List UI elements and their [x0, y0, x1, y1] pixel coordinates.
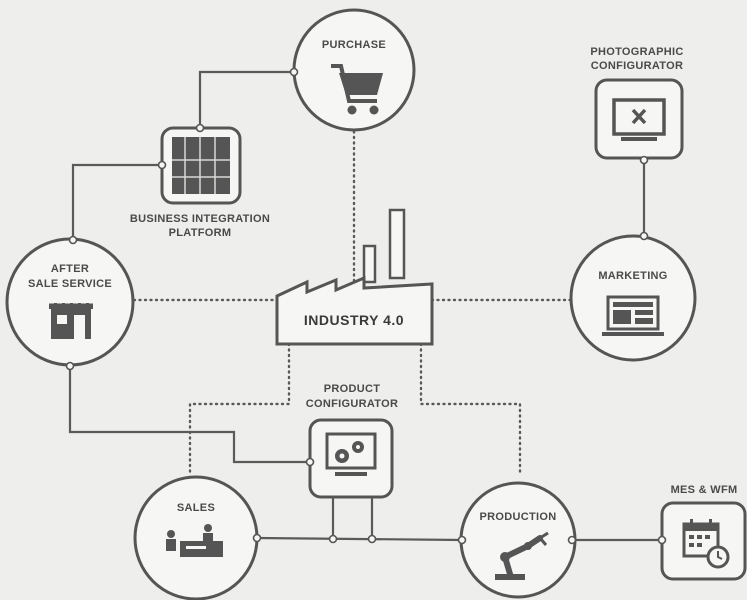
storefront-icon [49, 302, 93, 339]
web-layout-icon [602, 295, 664, 336]
robot-arm-icon [495, 531, 549, 580]
sales-circle [133, 475, 259, 600]
photo-label-line2: CONFIGURATOR [591, 60, 683, 72]
sales-label: SALES [177, 502, 215, 514]
connector-industry-sales [188, 342, 291, 478]
industry-label: INDUSTRY 4.0 [304, 312, 404, 328]
node-sales[interactable]: SALES [133, 475, 259, 600]
node-purchase[interactable]: PURCHASE [292, 8, 416, 132]
mes-box-visible [660, 501, 747, 581]
connector-dots [65, 67, 667, 545]
prodconf-label-line2: CONFIGURATOR [306, 398, 398, 410]
bip-label-line1: BUSINESS INTEGRATION [130, 213, 270, 225]
photo-label-line1: PHOTOGRAPHIC [590, 46, 683, 58]
node-photographic-configurator[interactable]: PHOTOGRAPHIC CONFIGURATOR [590, 46, 684, 160]
mes-label-visible: MES & WFM [671, 484, 738, 496]
aftersale-label-line1: AFTER [51, 263, 89, 275]
connector-industry-production [419, 342, 522, 478]
desk-people-icon [166, 524, 223, 557]
aftersale-circle [5, 237, 135, 367]
factory-shape [275, 275, 434, 346]
factory-chimneys [362, 208, 406, 284]
purchase-label: PURCHASE [322, 39, 386, 51]
monitor-close-icon [612, 98, 666, 141]
node-mes-wfm[interactable]: MES & WFM MES & WFM [660, 484, 747, 581]
connectors [68, 70, 662, 542]
aftersale-label-line2: SALE SERVICE [28, 278, 112, 290]
connector-bip-aftersale [71, 163, 162, 242]
node-marketing[interactable]: MARKETING [569, 234, 697, 362]
bip-label-line2: PLATFORM [169, 227, 232, 239]
production-label: PRODUCTION [480, 511, 557, 523]
connector-sales-production [256, 536, 463, 542]
monitor-gears-icon [325, 432, 377, 476]
shopping-cart-icon [331, 64, 383, 115]
prodconf-box [308, 418, 394, 499]
node-production[interactable]: PRODUCTION [459, 481, 577, 599]
node-industry[interactable]: INDUSTRY 4.0 [275, 208, 434, 346]
node-business-integration[interactable]: BUSINESS INTEGRATION PLATFORM [130, 126, 270, 239]
connector-purchase-bip [198, 70, 293, 128]
node-product-configurator[interactable]: PRODUCT CONFIGURATOR [306, 383, 398, 499]
prodconf-label-line1: PRODUCT [324, 383, 381, 395]
node-after-sale-service[interactable]: AFTER SALE SERVICE [5, 237, 135, 367]
calendar-clock-icon [682, 519, 730, 569]
connector-aftersale-prodconf [68, 368, 310, 464]
marketing-label: MARKETING [598, 270, 667, 282]
grid-layout-icon [172, 137, 230, 194]
